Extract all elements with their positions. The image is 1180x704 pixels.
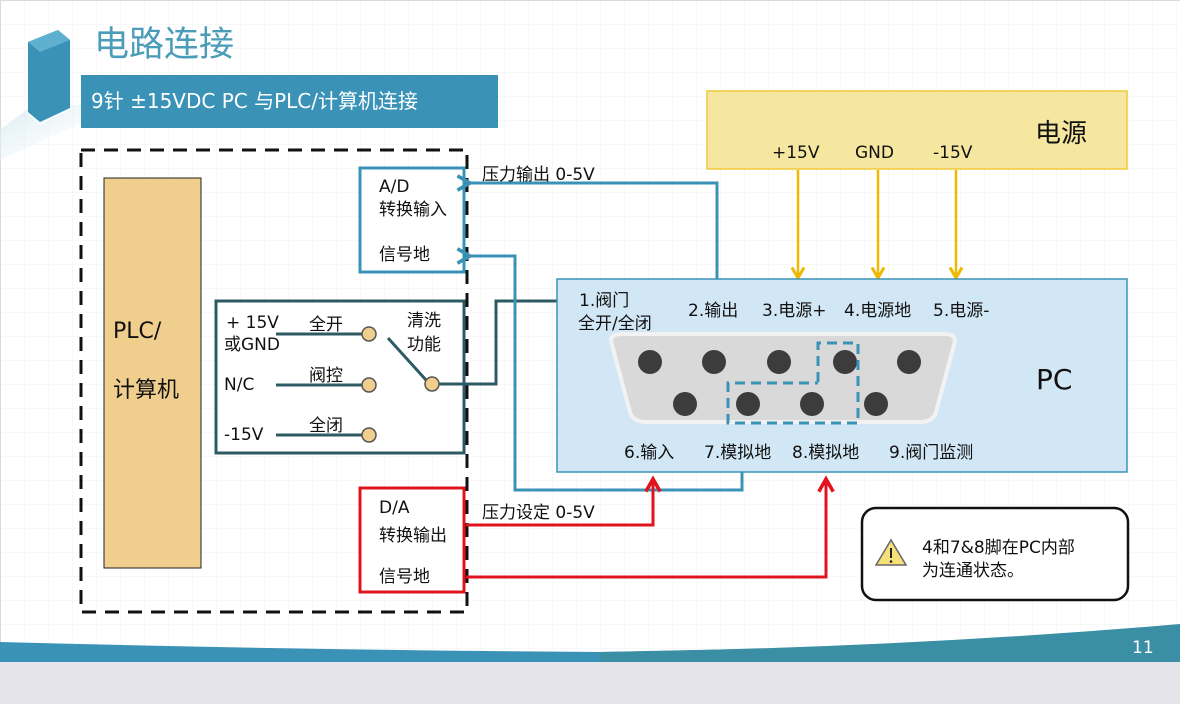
da-label: D/A [379,498,410,518]
pin-8 [800,392,824,416]
wire-pin1-switch [439,299,558,386]
pin-label-8: 8.模拟地 [792,443,859,463]
contact-label: 全开 [309,315,343,335]
pin-5 [897,350,921,374]
pin-label-1: 1.阀门 [579,291,629,311]
input-label: + 15V [226,313,279,333]
warning-icon [874,538,908,566]
plc-label-line2: 计算机 [113,378,179,403]
pin-label-6: 6.输入 [624,443,674,463]
pin-2 [702,350,726,374]
power-output-minus15v: -15V [933,143,973,163]
switch-input-valve-control: N/C 阀控 [224,366,377,395]
pin-4 [833,350,857,374]
contact-label: 阀控 [309,366,343,386]
plc-label-line1: PLC/ [113,319,162,344]
subtitle-text: 9针 ±15VDC PC 与PLC/计算机连接 [91,89,418,113]
power-output-plus15v: +15V [772,143,820,163]
function-label-line1: 清洗 [407,311,441,331]
power-output-gnd: GND [855,143,894,163]
ad-sublabel: 转换输入 [379,200,447,220]
contact-label: 全闭 [309,416,343,436]
pin-label-7: 7.模拟地 [704,443,771,463]
pressure-output-label: 压力输出 0-5V [482,165,595,185]
pin-9 [864,392,888,416]
note-box [860,506,1130,602]
note-line2: 为连通状态。 [922,561,1024,581]
power-supply-title: 电源 [1035,119,1087,149]
pin-label-3: 3.电源+ [762,301,826,321]
page-number: 11 [1132,638,1154,658]
input-label: N/C [224,375,254,395]
input-label: -15V [224,425,264,445]
decorative-block-icon [28,30,70,122]
input-label-alt: 或GND [224,335,280,355]
contact-terminal [361,427,377,443]
switch-common-terminal [424,376,440,392]
contact-terminal [361,377,377,393]
pin-label-1-desc: 全开/全闭 [578,314,652,334]
function-label-line2: 功能 [407,335,441,355]
pin-label-9: 9.阀门监测 [889,443,973,463]
pin-label-5: 5.电源- [933,301,989,321]
plc-box [103,177,202,569]
plc-enclosure [79,148,469,614]
wire-pressure-output [456,174,719,279]
db9-connector [609,332,957,424]
pin-1 [638,350,662,374]
ad-label: A/D [379,177,409,197]
pins-4-7-8-connected-outline [726,341,860,425]
da-sublabel: 转换输出 [379,526,447,546]
contact-terminal [361,326,377,342]
switch-lever [386,336,428,382]
db9-pins [638,350,921,416]
pin-6 [673,392,697,416]
wire-signal-ground-ad [456,247,744,492]
subtitle-banner [81,75,498,128]
pin-label-4: 4.电源地 [844,301,911,321]
ad-converter-box [358,166,466,274]
pressure-setpoint-label: 压力设定 0-5V [482,503,595,523]
wire-signal-ground-da [466,475,835,579]
pin-3 [767,350,791,374]
da-ground-label: 信号地 [379,567,430,587]
switch-input-full-close: -15V 全闭 [224,416,377,445]
note-line1: 4和7&8脚在PC内部 [922,538,1075,558]
switch-input-full-open: + 15V 或GND 全开 [224,313,377,355]
ad-ground-label: 信号地 [379,245,430,265]
pc-title: PC [1036,363,1072,396]
pin-7 [736,392,760,416]
slide-title: 电路连接 [94,25,234,65]
da-converter-box [358,486,466,594]
wire-pressure-setpoint [466,475,662,527]
power-supply-box [706,90,1128,170]
pin-label-2: 2.输出 [688,301,738,321]
